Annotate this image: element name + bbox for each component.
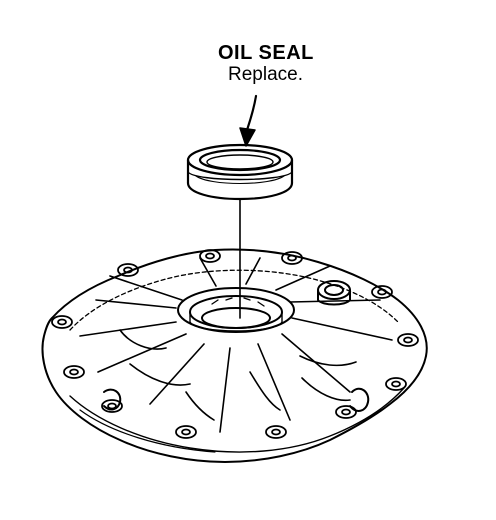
dowel-boss <box>103 280 370 412</box>
seal-bore <box>177 287 295 333</box>
bolt-bosses <box>51 249 419 439</box>
oil-seal-callout: OIL SEAL Replace. <box>218 42 314 86</box>
housing-ribs <box>79 257 393 433</box>
callout-arrow <box>239 94 258 147</box>
callout-title: OIL SEAL <box>218 42 314 64</box>
housing-cover <box>41 248 428 463</box>
oil-seal <box>186 143 294 201</box>
callout-note: Replace. <box>228 64 303 86</box>
